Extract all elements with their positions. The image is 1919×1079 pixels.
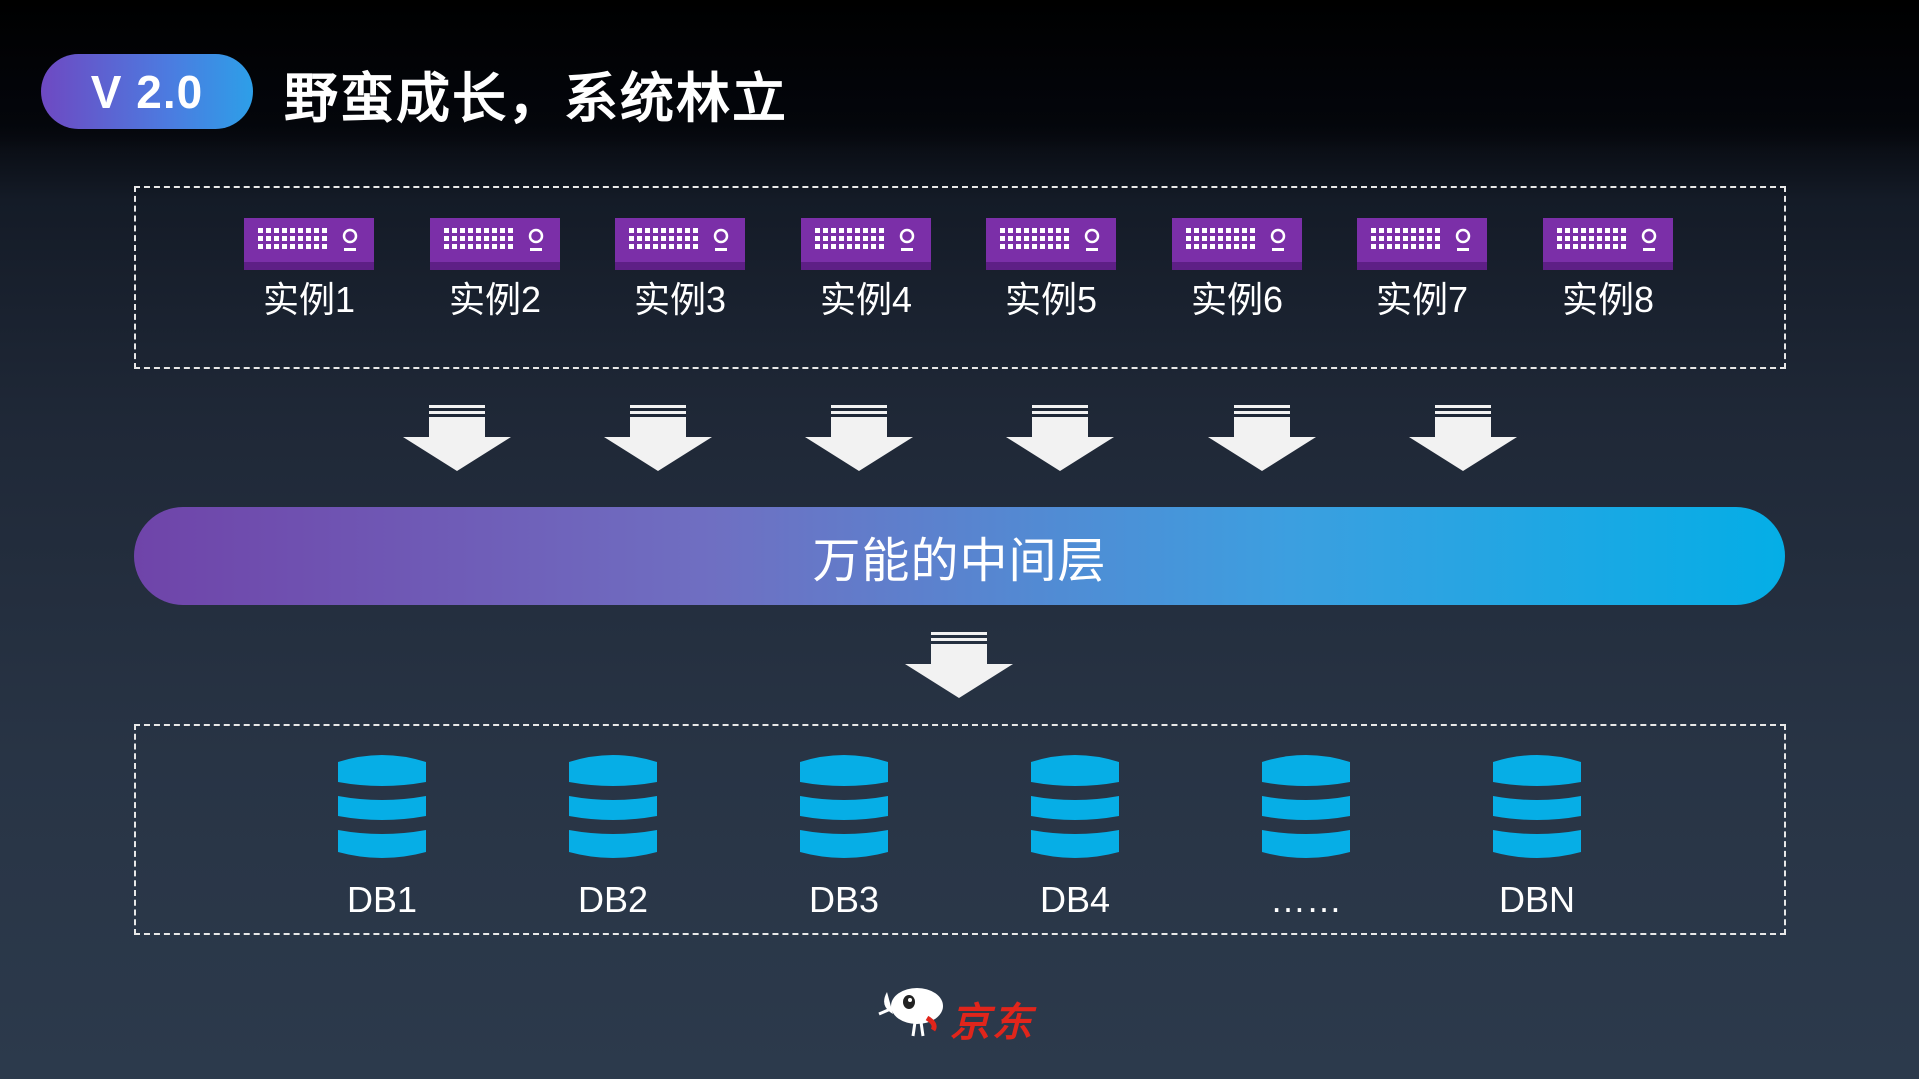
server-icon	[1543, 218, 1673, 270]
database-label: DB1	[346, 879, 418, 920]
brand-name: 京东	[950, 1001, 1034, 1045]
server-icon	[1357, 218, 1487, 270]
instance-label: 实例6	[1190, 279, 1284, 320]
instance-label: 实例3	[633, 279, 727, 320]
middleware-label: 万能的中间层	[812, 535, 1107, 588]
instance-3: 实例3	[600, 218, 760, 322]
database-icon	[1493, 755, 1581, 858]
server-icon	[244, 218, 374, 270]
version-badge: V 2.0	[41, 54, 253, 129]
database-ellipsis: ……	[1226, 752, 1386, 922]
instance-6: 实例6	[1157, 218, 1317, 322]
database-icon	[800, 755, 888, 858]
server-icon	[615, 218, 745, 270]
server-icon	[801, 218, 931, 270]
instance-1: 实例1	[229, 218, 389, 322]
database-1: DB1	[302, 752, 462, 922]
server-icon	[986, 218, 1116, 270]
page-title: 野蛮成长，系统林立	[284, 69, 788, 129]
server-icon	[1172, 218, 1302, 270]
down-arrow-icon	[604, 405, 712, 471]
database-label: DBN	[1498, 879, 1575, 920]
database-icon	[1031, 755, 1119, 858]
down-arrow-icon	[1006, 405, 1114, 471]
instance-2: 实例2	[415, 218, 575, 322]
database-icon	[338, 755, 426, 858]
database-3: DB3	[764, 752, 924, 922]
database-n: DBN	[1457, 752, 1617, 922]
database-icon	[1262, 755, 1350, 858]
jd-mascot-logo-icon	[878, 988, 943, 1037]
database-label: DB3	[808, 879, 880, 920]
instance-7: 实例7	[1342, 218, 1502, 322]
version-label: V 2.0	[90, 65, 204, 118]
instance-label: 实例2	[448, 279, 542, 320]
down-arrow-icon	[1208, 405, 1316, 471]
instance-label: 实例5	[1004, 279, 1098, 320]
instance-label: 实例1	[262, 279, 356, 320]
database-label: DB4	[1039, 879, 1111, 920]
instance-5: 实例5	[971, 218, 1131, 322]
database-icon	[569, 755, 657, 858]
down-arrow-icon	[1409, 405, 1517, 471]
down-arrow-icon	[403, 405, 511, 471]
database-label: ……	[1270, 879, 1342, 920]
databases-group	[134, 724, 1786, 935]
down-arrow-icon	[905, 632, 1013, 698]
instance-label: 实例8	[1561, 279, 1655, 320]
instance-4: 实例4	[786, 218, 946, 322]
instance-8: 实例8	[1528, 218, 1688, 322]
instances-group	[134, 186, 1786, 369]
database-4: DB4	[995, 752, 1155, 922]
server-icon	[430, 218, 560, 270]
database-label: DB2	[577, 879, 649, 920]
instance-label: 实例4	[819, 279, 913, 320]
down-arrow-icon	[805, 405, 913, 471]
database-2: DB2	[533, 752, 693, 922]
middleware-layer: 万能的中间层	[134, 507, 1785, 605]
instance-label: 实例7	[1375, 279, 1469, 320]
header-band	[0, 0, 1919, 150]
